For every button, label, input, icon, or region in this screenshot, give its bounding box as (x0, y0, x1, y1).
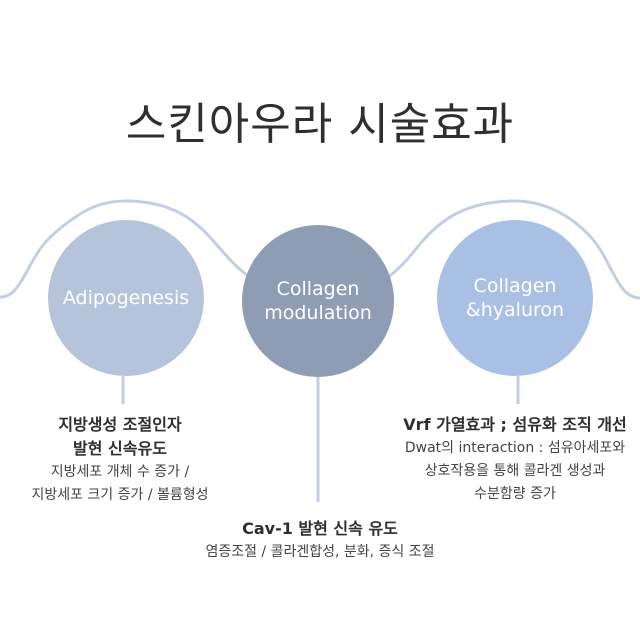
effect-heading: 발현 신속유도 (73, 439, 167, 458)
effect-description: 상호작용을 통해 콜라겐 생성과 (424, 463, 606, 479)
effect-block-collagen-modulation: Cav-1 발현 신속 유도 염증조절 / 콜라겐합성, 분화, 증식 조절 (150, 517, 490, 564)
page-title: 스킨아우라 시술효과 (125, 99, 515, 150)
effect-heading: Cav-1 발현 신속 유도 (242, 519, 398, 538)
circle-label: Collagen (473, 275, 557, 297)
circle-collagen-modulation: Collagen modulation (242, 225, 394, 377)
effect-description: 염증조절 / 콜라겐합성, 분화, 증식 조절 (205, 544, 435, 560)
effect-description: 지방세포 크기 증가 / 볼륨형성 (31, 487, 209, 503)
effect-description: 수분함량 증가 (474, 486, 556, 502)
effect-description: Dwat의 interaction : 섬유아세포와 (404, 440, 626, 456)
effect-description: 지방세포 개체 수 증가 / (50, 464, 190, 480)
effect-block-collagen-hyaluron: Vrf 가열효과 ; 섬유화 조직 개선 Dwat의 interaction :… (380, 413, 640, 506)
circle-adipogenesis: Adipogenesis (48, 220, 204, 376)
effect-heading: 지방생성 조절인자 (58, 415, 182, 434)
circle-label: modulation (264, 302, 372, 324)
circle-label: Collagen (276, 278, 360, 300)
circle-collagen-hyaluron: Collagen &hyaluron (437, 220, 593, 376)
circle-label: Adipogenesis (62, 287, 190, 309)
circle-label: &hyaluron (465, 299, 565, 321)
effect-heading: Vrf 가열효과 ; 섬유화 조직 개선 (403, 415, 627, 434)
effect-block-adipogenesis: 지방생성 조절인자 발현 신속유도 지방세포 개체 수 증가 / 지방세포 크기… (0, 413, 240, 507)
